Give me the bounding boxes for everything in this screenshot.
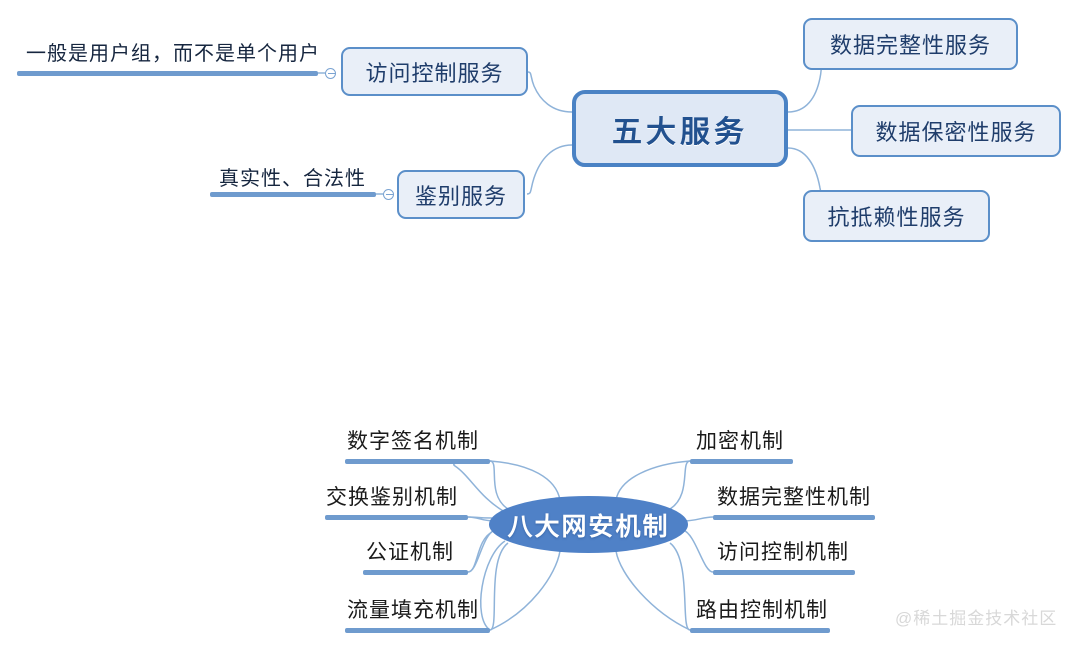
annotation-authentication-underline (210, 192, 376, 197)
leaf-notarization-mechanism-underline (363, 570, 468, 575)
leaf-access-control-mechanism-underline (713, 570, 855, 575)
leaf-notarization-mechanism[interactable]: 公证机制 (366, 541, 454, 564)
leaf-encryption-mechanism-underline (690, 459, 793, 464)
leaf-data-integrity-mechanism-underline (713, 515, 875, 520)
leaf-routing-control-mechanism[interactable]: 路由控制机制 (696, 599, 828, 622)
leaf-routing-control-mechanism-underline (690, 628, 830, 633)
leaf-exchange-authentication-mechanism[interactable]: 交换鉴别机制 (326, 486, 458, 509)
connector-bullet-authentication (383, 189, 394, 200)
leaf-traffic-padding-mechanism-underline (345, 628, 490, 633)
leaf-encryption-mechanism[interactable]: 加密机制 (696, 430, 784, 453)
leaf-access-control-mechanism[interactable]: 访问控制机制 (717, 541, 849, 564)
node-eight-security-mechanisms-center[interactable]: 八大网安机制 (489, 496, 688, 553)
node-non-repudiation-service[interactable]: 抗抵赖性服务 (803, 190, 990, 242)
leaf-digital-signature-mechanism[interactable]: 数字签名机制 (347, 430, 479, 453)
annotation-access-control-underline (17, 71, 318, 76)
node-access-control-service[interactable]: 访问控制服务 (341, 47, 528, 96)
connector-bullet-access-control (325, 68, 336, 79)
annotation-access-control: 一般是用户组，而不是单个用户 (26, 43, 320, 65)
leaf-exchange-authentication-mechanism-underline (325, 515, 468, 520)
watermark: @稀土掘金技术社区 (895, 609, 1058, 628)
node-data-confidentiality-service[interactable]: 数据保密性服务 (851, 105, 1061, 157)
node-authentication-service[interactable]: 鉴别服务 (397, 170, 525, 219)
leaf-traffic-padding-mechanism[interactable]: 流量填充机制 (347, 599, 479, 622)
node-five-services-center[interactable]: 五大服务 (572, 90, 788, 167)
leaf-data-integrity-mechanism[interactable]: 数据完整性机制 (717, 486, 871, 509)
leaf-digital-signature-mechanism-underline (345, 459, 490, 464)
annotation-authentication: 真实性、合法性 (219, 168, 366, 190)
node-data-integrity-service[interactable]: 数据完整性服务 (803, 18, 1018, 70)
